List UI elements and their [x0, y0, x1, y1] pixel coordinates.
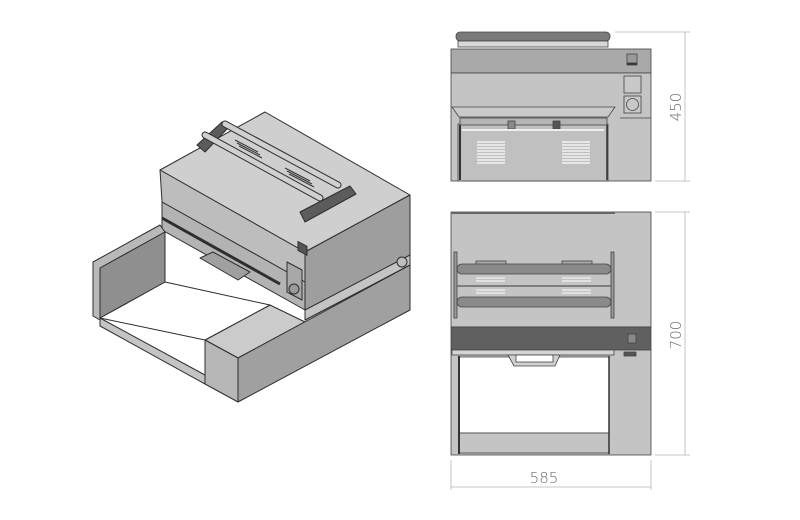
top-tray-opening [458, 356, 610, 434]
front-view [450, 31, 652, 182]
top-dark-band [450, 326, 652, 351]
isometric-view [92, 111, 411, 403]
top-roller-lower [456, 296, 612, 308]
front-switch-icon [626, 53, 638, 64]
dimension-lines [450, 31, 690, 490]
iso-base-block-side [237, 264, 411, 403]
dimension-width: 585 [530, 469, 559, 487]
control-knob-icon [288, 283, 300, 295]
front-vent-right [562, 141, 590, 164]
iso-tray-front-rail [99, 317, 206, 385]
front-lip [451, 106, 616, 118]
iso-front-rail [161, 216, 281, 286]
iso-side-port-icon [396, 256, 408, 268]
iso-roller-bracket-right [299, 185, 357, 223]
power-switch-icon [297, 240, 308, 256]
iso-tray-back-wall [99, 231, 166, 319]
dimension-height: 450 [667, 93, 685, 122]
front-roller [455, 31, 611, 42]
front-tray-opening [457, 123, 609, 182]
iso-heating-grille [234, 139, 315, 188]
front-knob-icon [626, 98, 639, 111]
top-switch-icon [627, 333, 637, 344]
iso-tray-handle [199, 251, 251, 281]
top-roller-upper [456, 263, 612, 275]
top-view [450, 211, 652, 456]
front-upper-panel [450, 48, 652, 74]
front-vent-left [477, 141, 505, 164]
front-display-panel [623, 75, 642, 94]
dimension-depth: 700 [667, 321, 685, 350]
